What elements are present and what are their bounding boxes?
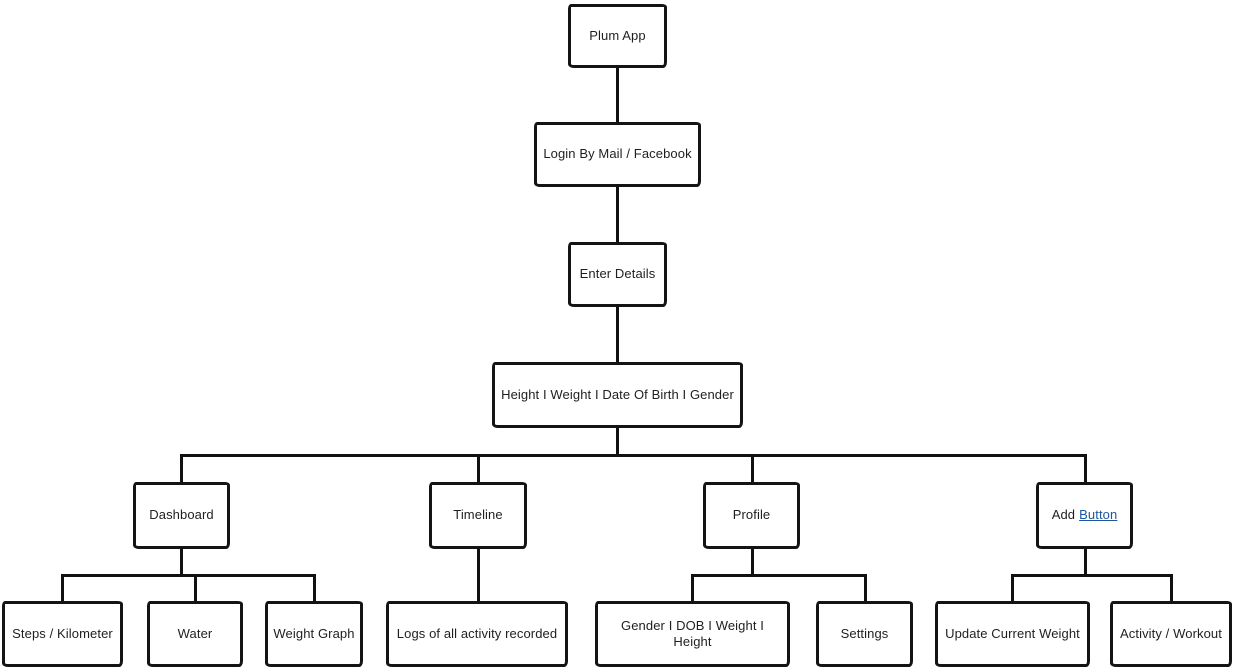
- node-label: Water: [177, 625, 213, 641]
- connector-line-vertical: [615, 68, 619, 122]
- node-label: Dashboard: [149, 507, 214, 523]
- node-gender-dob-weight-height: Gender I DOB I Weight I Height: [595, 601, 790, 667]
- connector-line-vertical: [476, 549, 480, 601]
- connector-line-horizontal: [179, 453, 1087, 457]
- connector-line-vertical: [476, 455, 480, 482]
- node-label: Gender I DOB I Weight I Height: [621, 617, 764, 649]
- connector-line-vertical: [615, 428, 619, 456]
- node-label: Profile: [732, 507, 771, 523]
- node-label: Enter Details: [579, 266, 656, 282]
- node-settings: Settings: [816, 601, 913, 667]
- node-water: Water: [147, 601, 243, 667]
- connector-line-vertical: [690, 575, 694, 601]
- node-label-text: Add: [1051, 507, 1076, 523]
- connector-line-vertical: [750, 455, 754, 482]
- node-label: Update Current Weight: [945, 625, 1080, 641]
- button-link[interactable]: Button: [1079, 507, 1118, 523]
- node-update-current-weight: Update Current Weight: [935, 601, 1090, 667]
- connector-line-vertical: [1169, 575, 1173, 601]
- node-label: Steps / Kilometer: [12, 625, 113, 641]
- connector-line-vertical: [312, 575, 316, 601]
- connector-line-horizontal: [60, 573, 316, 577]
- connector-line-horizontal: [690, 573, 867, 577]
- node-login-by-mail-facebook: Login By Mail / Facebook: [534, 122, 701, 187]
- node-label: Timeline: [453, 507, 503, 523]
- connector-line-vertical: [193, 575, 197, 601]
- node-label: Weight Graph: [273, 625, 355, 641]
- connector-line-vertical: [179, 549, 183, 576]
- connector-line-vertical: [615, 187, 619, 242]
- node-label: Plum App: [589, 27, 646, 43]
- connector-line-vertical: [615, 307, 619, 362]
- node-enter-details: Enter Details: [568, 242, 667, 307]
- node-height-weight-dob-gender: Height I Weight I Date Of Birth I Gender: [492, 362, 743, 428]
- connector-line-vertical: [750, 549, 754, 576]
- node-label: Logs of all activity recorded: [396, 625, 558, 641]
- node-weight-graph: Weight Graph: [265, 601, 363, 667]
- node-label: Height I Weight I Date Of Birth I Gender: [501, 386, 734, 402]
- node-label: Settings: [840, 625, 889, 641]
- node-activity-workout: Activity / Workout: [1110, 601, 1232, 667]
- connector-line-vertical: [1010, 575, 1014, 601]
- connector-line-vertical: [179, 455, 183, 482]
- node-plum-app: Plum App: [568, 4, 667, 68]
- node-dashboard: Dashboard: [133, 482, 230, 549]
- node-label: Activity / Workout: [1120, 625, 1222, 641]
- node-logs-of-all-activity: Logs of all activity recorded: [386, 601, 568, 667]
- connector-line-vertical: [1083, 455, 1087, 482]
- connector-line-horizontal: [1010, 573, 1173, 577]
- node-label: Login By Mail / Facebook: [543, 146, 692, 162]
- node-steps-kilometer: Steps / Kilometer: [2, 601, 123, 667]
- connector-line-vertical: [1083, 549, 1087, 576]
- connector-line-vertical: [60, 575, 64, 601]
- connector-line-vertical: [863, 575, 867, 601]
- node-timeline: Timeline: [429, 482, 527, 549]
- node-profile: Profile: [703, 482, 800, 549]
